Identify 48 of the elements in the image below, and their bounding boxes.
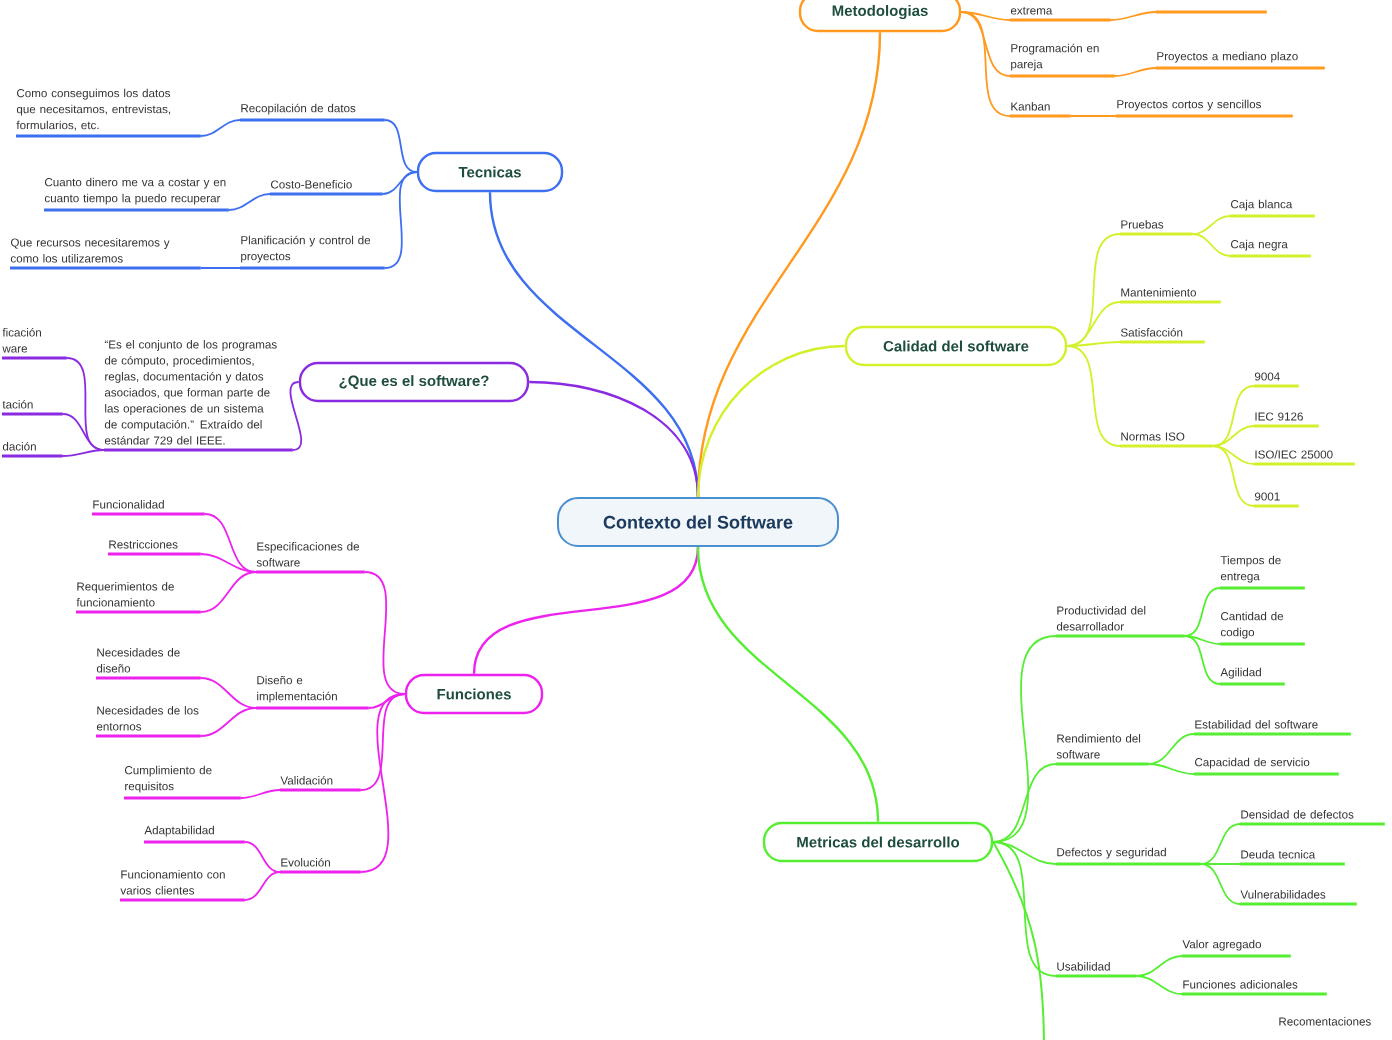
branch-line xyxy=(1199,823,1241,865)
branch-line xyxy=(472,546,700,675)
branch-line xyxy=(363,571,406,695)
branch-line xyxy=(960,11,1011,117)
branch-line xyxy=(383,171,418,269)
branch-line xyxy=(1183,635,1221,685)
branch-line xyxy=(227,193,271,211)
branch-line xyxy=(992,841,1045,1040)
branch-line xyxy=(1211,425,1255,447)
branch-line xyxy=(1066,341,1121,347)
branch-line xyxy=(61,449,105,457)
branch-line xyxy=(1183,587,1221,637)
branch-line xyxy=(1183,635,1221,645)
branch-line xyxy=(203,513,257,573)
branch-line xyxy=(383,119,418,173)
branch-line xyxy=(199,553,257,573)
branch-line xyxy=(1109,11,1157,21)
branch-line xyxy=(199,267,241,269)
branch-line xyxy=(243,871,281,901)
branch-line xyxy=(359,693,406,873)
branch-line xyxy=(199,119,241,137)
branch-line xyxy=(1199,863,1241,865)
branch-line xyxy=(199,571,257,613)
branch-line xyxy=(61,413,105,451)
branch-line xyxy=(696,344,845,498)
branch-line xyxy=(381,171,418,195)
branch-line xyxy=(359,693,406,791)
branch-line xyxy=(1147,733,1195,765)
branch-line xyxy=(1066,345,1121,447)
branch-line xyxy=(1066,301,1121,347)
branch-line xyxy=(1191,215,1231,235)
branch-line xyxy=(199,707,257,737)
branch-line xyxy=(1199,863,1241,905)
branch-line xyxy=(243,841,281,873)
branch-line xyxy=(1191,233,1231,257)
branch-line xyxy=(696,546,880,822)
branch-line xyxy=(960,11,1011,21)
branch-line xyxy=(1211,445,1255,507)
branch-line xyxy=(992,841,1057,977)
root-box: Contexto del Software xyxy=(557,497,839,547)
branch-line xyxy=(239,789,281,799)
branch-line xyxy=(1113,67,1157,77)
branch-line xyxy=(1135,955,1183,977)
branch-line xyxy=(992,763,1057,843)
branch-line xyxy=(1069,115,1117,117)
branch-line xyxy=(1147,763,1195,775)
branch-line xyxy=(199,677,257,709)
branch-line xyxy=(1135,975,1183,995)
